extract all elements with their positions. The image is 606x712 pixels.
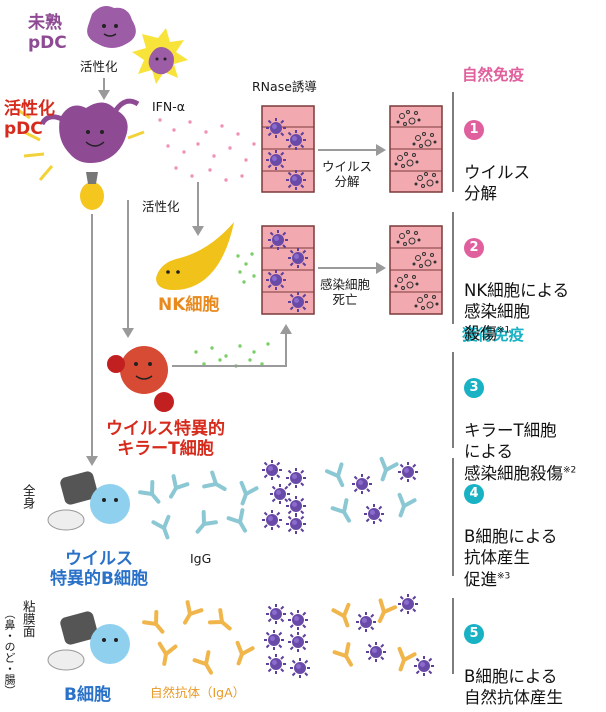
infected-cells-top [261,105,315,193]
item-3: 3 キラーT細胞 による 感染細胞殺傷※2 [464,354,576,484]
activation-burst [132,28,188,84]
nk-cell-label: NK細胞 [158,295,220,315]
item-3-number: 3 [464,378,484,399]
b-cell-label: B細胞 [64,685,111,705]
natural-antibody-label: 自然抗体（IgA） [150,685,246,700]
item-4: 4 B細胞による 抗体産生 促進※3 [464,460,557,590]
dead-cells-mid [389,225,443,315]
whole-body-label: 全身 [20,484,36,509]
item-4-number: 4 [464,484,484,505]
b-cell-specific [47,471,130,531]
ifn-alpha-label: IFN-α [152,99,185,114]
immature-pdc-cell [87,6,136,48]
item-4-note: ※3 [497,571,511,582]
virus-decomposition-label: ウイルス 分解 [322,159,373,189]
killer-t-dots [194,342,270,368]
item-4-text: B細胞による 抗体産生 促進 [464,526,558,589]
item-5: 5 B細胞による 自然抗体産生 [464,600,563,709]
item-1-number: 1 [464,120,484,141]
bracket-1 [452,92,454,192]
b-cell-mucosa [47,611,130,671]
bracket-4 [452,458,454,576]
activation-label-1: 活性化 [80,59,118,74]
infected-cells-mid [261,225,315,315]
immature-pdc-label: 未熟 pDC [28,13,67,53]
ifn-dots [158,118,256,182]
decomposed-cells-top [389,105,443,193]
mucosa-sub-label: （鼻・のど・腸） [2,608,16,696]
item-2: 2 NK細胞による 感染細胞 殺傷※1 [464,214,569,344]
innate-immunity-title: 自然免疫 [462,66,525,84]
infected-cell-death-label: 感染細胞 死亡 [320,277,371,307]
bound-antibodies-b-specific [324,456,419,527]
activation-label-2: 活性化 [142,199,180,214]
activated-pdc-cell [17,98,145,210]
nk-dots [236,252,256,284]
activated-pdc-label: 活性化 pDC [4,99,55,139]
nk-cell [156,222,234,290]
iga-antibodies [142,600,255,679]
item-2-text: NK細胞による 感染細胞 殺傷 [464,280,570,343]
virus-group-mucosa [263,603,311,679]
virus-group-b-specific [261,459,307,535]
mucosa-label: 粘膜面 [20,600,36,638]
item-3-text: キラーT細胞 による 感染細胞殺傷 [464,420,563,483]
rnase-label: RNase誘導 [252,79,317,94]
item-3-note: ※2 [563,465,577,476]
item-1-text: ウイルス 分解 [464,162,530,204]
igg-antibodies [138,470,259,543]
specific-b-cell-label: ウイルス 特異的B細胞 [50,549,148,589]
bound-antibodies-mucosa [331,593,435,677]
killer-t-label: ウイルス特異的 キラーT細胞 [106,419,225,459]
item-5-number: 5 [464,624,484,645]
bracket-3 [452,352,454,448]
item-5-text: B細胞による 自然抗体産生 [464,666,563,708]
acquired-immunity-title: 獲得免疫 [462,326,525,344]
bracket-5 [452,598,454,674]
igg-label: IgG [190,551,212,566]
bracket-2 [452,212,454,324]
item-2-number: 2 [464,238,484,259]
killer-t-cell [107,346,174,412]
item-2-note: ※1 [497,325,511,336]
item-1: 1 ウイルス 分解 [464,96,530,205]
